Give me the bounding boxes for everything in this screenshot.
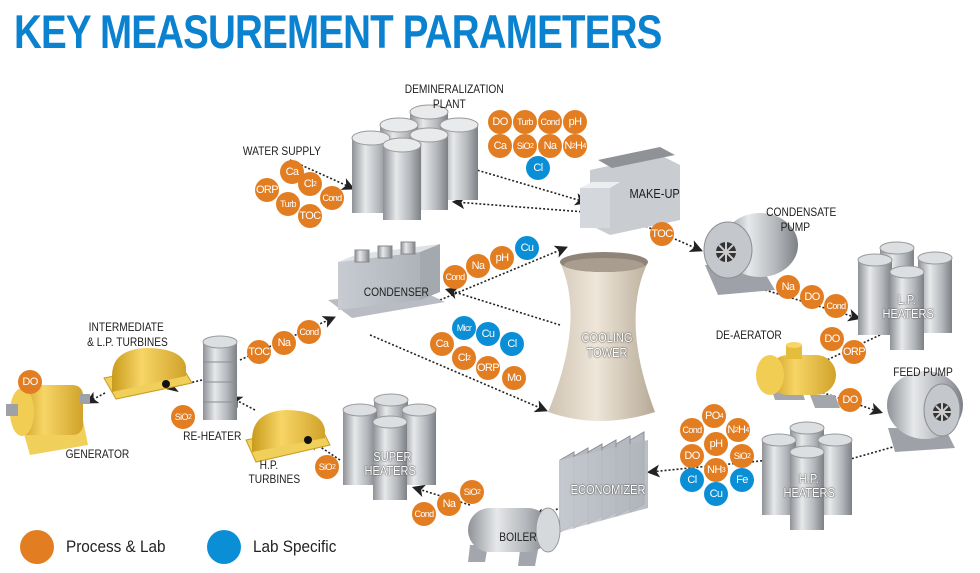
super-heaters-icon (342, 393, 437, 500)
condensate-pump-icon (703, 213, 798, 295)
condenser-icon (328, 241, 445, 318)
parameter-bubble-cooling: Ca (430, 332, 454, 356)
parameter-bubble-boiler-out: Na (437, 492, 461, 516)
hp-heaters-label-2: HEATERS (783, 485, 835, 500)
legend-process-lab-swatch (20, 530, 54, 564)
parameter-bubble-generator: DO (18, 370, 42, 394)
parameter-bubble-lp-out: ORP (842, 340, 866, 364)
parameter-bubble-hp-heaters-out: Cond (680, 418, 704, 442)
parameter-bubble-demin: pH (563, 110, 587, 134)
feed-pump-label: FEED PUMP (893, 365, 953, 379)
de-aerator-icon (756, 342, 840, 408)
hp-heaters-label: H.P. (798, 471, 819, 486)
parameter-bubble-condenser-out: Na (466, 254, 490, 278)
feed-pump-icon (887, 371, 963, 452)
generator-label: GENERATOR (65, 447, 130, 461)
cooling-tower-label: COOLING (581, 330, 633, 345)
parameter-bubble-demin: Na (538, 134, 562, 158)
parameter-bubble-hp-heaters-out: Cl (680, 468, 704, 492)
parameter-bubble-condensate-out: Cond (824, 294, 848, 318)
demineralization-plant-icon (351, 104, 479, 220)
boiler-icon (468, 507, 561, 566)
parameter-bubble-cooling: ORP (476, 356, 500, 380)
page-title: KEY MEASUREMENT PARAMETERS (14, 5, 662, 58)
economizer-icon (559, 431, 648, 533)
re-heater-icon (202, 335, 238, 420)
parameter-bubble-demin: Turb (513, 110, 537, 134)
parameter-bubble-reheater-out: Cond (297, 320, 321, 344)
condensate-pump-label-2: PUMP (780, 220, 811, 234)
lp-heaters-label: L.P. (897, 292, 916, 307)
parameter-bubble-deaerator-out: DO (838, 388, 862, 412)
parameter-bubble-cooling: Cu (476, 322, 500, 346)
parameter-bubble-water-supply: Cond (320, 186, 344, 210)
hp-turbines-label: H.P. (259, 458, 279, 472)
make-up-label: MAKE-UP (629, 186, 680, 201)
cooling-tower-icon (548, 252, 655, 421)
parameter-bubble-reheater-out: TOC (247, 340, 271, 364)
lp-heaters-label-2: HEATERS (882, 306, 934, 321)
hp-turbines-icon (245, 410, 331, 463)
parameter-bubble-hp-heaters-out: pH (704, 432, 728, 456)
parameter-bubble-water-supply: Turb (276, 192, 300, 216)
hp-heaters-icon (761, 421, 853, 530)
parameter-bubble-water-supply: TOC (298, 204, 322, 228)
parameter-bubble-condensate-out: DO (800, 285, 824, 309)
intermediate-turbines-label-2: & L.P. TURBINES (87, 335, 168, 349)
cooling-tower-label-2: TOWER (586, 345, 628, 360)
parameter-bubble-condenser-out: Cond (443, 265, 467, 289)
demineralization-plant-label: PLANT (432, 97, 466, 111)
super-heaters-label-2: HEATERS (364, 463, 416, 478)
parameter-bubble-condenser-out: pH (490, 246, 514, 270)
make-up-unit-icon (580, 147, 680, 235)
parameter-bubble-condenser-out: Cu (515, 236, 539, 260)
de-aerator-label: DE-AERATOR (715, 328, 782, 342)
parameter-bubble-demin: Cond (538, 110, 562, 134)
re-heater-label: RE-HEATER (183, 429, 242, 443)
parameter-bubble-cooling: Micr (452, 316, 476, 340)
parameter-bubble-water-supply: ORP (255, 178, 279, 202)
water-supply-label: WATER SUPPLY (242, 144, 321, 158)
parameter-bubble-demin: Cl (526, 156, 550, 180)
condenser-label: CONDENSER (363, 285, 429, 299)
intermediate-turbines-label: INTERMEDIATE (88, 320, 164, 334)
legend-lab-specific-swatch (206, 530, 241, 564)
parameter-bubble-boiler-out: Cond (412, 502, 436, 526)
parameter-bubble-makeup-out: TOC (650, 222, 674, 246)
parameter-bubble-hp-heaters-out: DO (680, 444, 704, 468)
generator-icon (6, 385, 90, 455)
parameter-bubble-demin: DO (488, 110, 512, 134)
lp-heaters-icon (857, 241, 953, 350)
super-heaters-label: SUPER (373, 449, 412, 464)
boiler-label: BOILER (499, 530, 537, 544)
hp-turbines-label-2: TURBINES (248, 472, 301, 486)
parameter-bubble-cooling: Cl (500, 332, 524, 356)
legend: Process & Lab Lab Specific (20, 530, 375, 564)
parameter-bubble-demin: Ca (488, 134, 512, 158)
demineralization-label: DEMINERALIZATION (404, 82, 504, 96)
economizer-label: ECONOMIZER (570, 482, 646, 497)
condensate-pump-label: CONDENSATE (766, 205, 837, 219)
parameter-bubble-reheater-out: Na (272, 331, 296, 355)
legend-lab-specific-label: Lab Specific (252, 537, 336, 556)
parameter-bubble-hp-heaters-out: Fe (730, 468, 754, 492)
parameter-bubble-lp-out: DO (820, 327, 844, 351)
legend-process-lab-label: Process & Lab (66, 537, 166, 556)
parameter-bubble-hp-heaters-out: Cu (704, 482, 728, 506)
parameter-bubble-condensate-out: Na (776, 275, 800, 299)
intermediate-lp-turbines-icon (103, 348, 193, 400)
parameter-bubble-cooling: Mo (502, 366, 526, 390)
